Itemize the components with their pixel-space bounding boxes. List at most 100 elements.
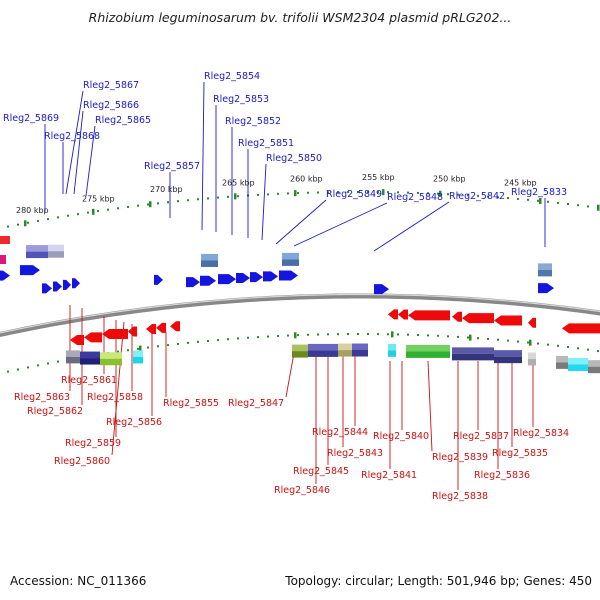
outer-dot — [447, 193, 449, 196]
backbone-arc — [0, 293, 600, 338]
inner-dot — [377, 333, 379, 336]
forward-leader-line — [65, 90, 84, 195]
inner-dot — [287, 334, 289, 337]
reverse-gene-label: Rleg2_5839 — [432, 452, 488, 463]
domain-box — [292, 344, 308, 352]
domain-box — [556, 362, 568, 369]
inner-dot — [297, 334, 299, 337]
outer-dot — [397, 191, 399, 194]
domain-box — [538, 269, 552, 277]
domain-box — [338, 350, 352, 357]
reverse-gene-label: Rleg2_5863 — [14, 392, 70, 403]
outer-dot — [77, 213, 79, 216]
forward-leader-line — [201, 81, 205, 231]
domain-box — [494, 350, 522, 357]
reverse-gene-label: Rleg2_5841 — [361, 470, 417, 481]
outer-dot — [217, 196, 219, 199]
forward-leader-line — [73, 110, 84, 195]
inner-dot — [487, 337, 489, 340]
outer-dot — [307, 191, 309, 194]
inner-tick — [294, 332, 297, 339]
inner-dot — [417, 334, 419, 337]
inner-dot — [47, 362, 49, 365]
inner-dot — [597, 350, 599, 353]
inner-dot — [527, 341, 529, 344]
outer-dot — [297, 192, 299, 195]
scale-label: 245 kbp — [504, 179, 537, 188]
inner-dot — [117, 350, 119, 353]
outer-dot — [337, 191, 339, 194]
outer-tick — [92, 208, 95, 215]
forward-gene-arrow — [154, 274, 163, 285]
forward-gene-arrow — [218, 274, 236, 285]
outer-dot — [407, 191, 409, 194]
outer-dot — [47, 218, 49, 221]
outer-dot — [547, 200, 549, 203]
map-title: Rhizobium leguminosarum bv. trifolii WSM… — [88, 10, 512, 25]
scale-label: 270 kbp — [150, 185, 183, 194]
outer-tick — [382, 189, 385, 196]
inner-dot — [167, 344, 169, 347]
reverse-gene-label: Rleg2_5856 — [106, 417, 162, 428]
domain-box — [308, 350, 338, 357]
inner-tick — [469, 334, 472, 341]
inner-dot — [357, 333, 359, 336]
domain-box — [308, 343, 338, 351]
outer-dot — [527, 198, 529, 201]
domain-box — [588, 360, 600, 367]
inner-dot — [327, 333, 329, 336]
domain-box — [588, 366, 600, 374]
domain-box — [201, 253, 218, 261]
domain-box — [388, 350, 396, 357]
domain-box — [100, 358, 122, 366]
outer-dot — [457, 193, 459, 196]
inner-dot — [217, 339, 219, 342]
outer-dot — [317, 191, 319, 194]
reverse-gene-label: Rleg2_5844 — [312, 427, 368, 438]
outer-dot — [197, 198, 199, 201]
inner-dot — [137, 347, 139, 350]
inner-dot — [347, 333, 349, 336]
inner-dot — [507, 339, 509, 342]
edge-feature — [0, 255, 6, 264]
inner-dot — [447, 335, 449, 338]
outer-dot — [127, 205, 129, 208]
reverse-gene-arrow — [398, 309, 408, 320]
inner-dot — [477, 337, 479, 340]
outer-dot — [377, 191, 379, 194]
outer-dot — [587, 205, 589, 208]
reverse-gene-arrow — [70, 334, 84, 345]
inner-dot — [467, 336, 469, 339]
outer-dot — [237, 195, 239, 198]
reverse-leader-line — [285, 352, 295, 398]
outer-dot — [517, 197, 519, 200]
inner-dot — [227, 338, 229, 341]
outer-dot — [387, 191, 389, 194]
outer-dot — [497, 196, 499, 199]
forward-gene-arrow — [42, 283, 52, 294]
domain-box — [133, 356, 143, 364]
edge-feature — [0, 236, 10, 244]
forward-gene-label: Rleg2_5865 — [95, 115, 151, 126]
inner-dot — [237, 337, 239, 340]
forward-gene-label: Rleg2_5848 — [387, 192, 443, 203]
inner-dot — [257, 336, 259, 339]
outer-dot — [157, 202, 159, 205]
inner-dot — [577, 347, 579, 350]
inner-dot — [7, 370, 9, 373]
forward-leader-line — [373, 201, 450, 252]
inner-dot — [567, 346, 569, 349]
inner-dot — [147, 346, 149, 349]
inner-dot — [277, 335, 279, 338]
inner-dot — [457, 335, 459, 338]
forward-gene-arrow — [236, 272, 250, 283]
inner-dot — [587, 348, 589, 351]
outer-dot — [347, 191, 349, 194]
inner-dot — [397, 333, 399, 336]
inner-dot — [57, 360, 59, 363]
domain-box — [48, 244, 64, 252]
forward-gene-arrow — [63, 279, 71, 290]
forward-gene-label: Rleg2_5853 — [213, 94, 269, 105]
reverse-gene-arrow — [528, 317, 536, 328]
